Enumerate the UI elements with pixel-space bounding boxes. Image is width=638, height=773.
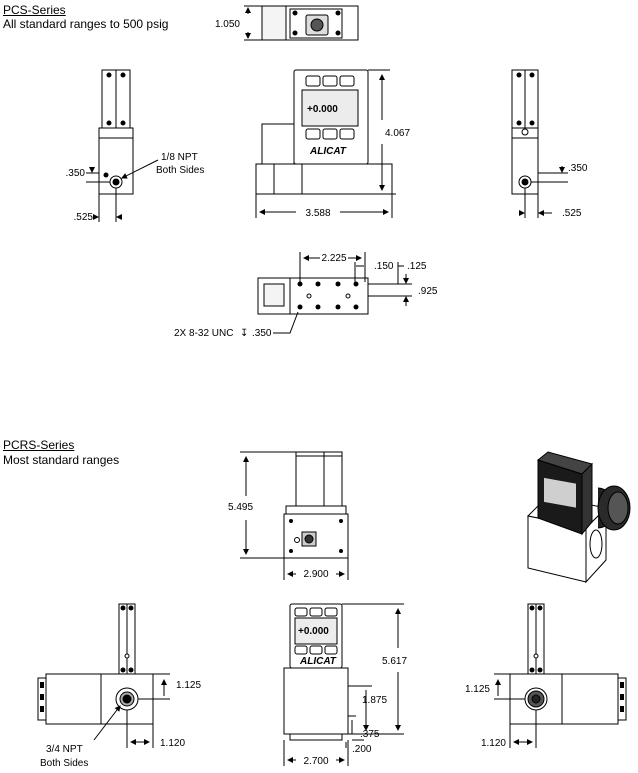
pcs-port-label: 1/8 NPT: [161, 152, 198, 163]
dim-pcs-bottom-gap: .150: [374, 261, 394, 272]
dim-pcrs-front-height: 5.617: [382, 656, 407, 667]
dim-pcrs-front-width: 2.700: [303, 756, 328, 767]
pcs-series-subtitle: All standard ranges to 500 psig: [3, 17, 169, 31]
dim-pcs-front-width: 3.588: [305, 208, 330, 219]
dim-pcs-bottom-length: 2.225: [321, 253, 346, 264]
dim-pcrs-top-width: 2.900: [303, 569, 328, 580]
dim-pcrs-front-port-height: 1.875: [362, 695, 387, 706]
pcrs-right-side-view: [494, 603, 627, 748]
pcs-port-sides-label: Both Sides: [156, 165, 204, 176]
pcrs-labels: 5.495 2.900 +0.000 ALICAT 1.125 1.120 3/…: [40, 502, 506, 769]
pcrs-series-subtitle: Most standard ranges: [3, 453, 120, 467]
dim-pcrs-front-offset-a: .375: [360, 729, 380, 740]
pcs-top-view: [244, 5, 359, 41]
pcrs-port-label: 3/4 NPT: [46, 744, 83, 755]
dim-pcrs-front-offset-b: .200: [352, 744, 372, 755]
dim-pcs-bottom-edge: .125: [407, 261, 427, 272]
pcs-display-value: +0.000: [307, 104, 338, 115]
pcs-series-title: PCS-Series: [3, 3, 66, 17]
pcrs-display-value: +0.000: [298, 626, 329, 637]
dim-pcrs-left-height: 1.125: [176, 680, 201, 691]
pcs-left-side-view: [86, 69, 159, 222]
pcs-labels: 1.050 1/8 NPT Both Sides .350 .525 +0.00…: [66, 19, 588, 339]
pcrs-port-sides-label: Both Sides: [40, 758, 88, 769]
pcrs-left-side-view: [37, 603, 170, 748]
dim-pcs-bottom-height: .925: [418, 286, 438, 297]
pcs-front-view: [255, 69, 396, 218]
pcrs-front-view: [283, 603, 404, 766]
pcrs-top-view: [240, 451, 349, 580]
pcs-bottom-view: [257, 252, 412, 334]
pcs-mount-label: 2X 8-32 UNC: [174, 328, 233, 339]
dim-pcs-right-width: .525: [562, 208, 582, 219]
dim-pcs-left-offset: .350: [66, 168, 86, 179]
dim-pcs-top-height: 1.050: [215, 19, 240, 30]
dim-pcrs-left-width: 1.120: [160, 738, 185, 749]
dim-pcs-front-height: 4.067: [385, 128, 410, 139]
dim-pcs-right-offset: .350: [568, 163, 588, 174]
depth-icon: ↧: [240, 328, 248, 339]
pcrs-series-title: PCRS-Series: [3, 438, 75, 452]
pcrs-isometric-view: [526, 451, 631, 584]
dim-pcrs-right-width: 1.120: [481, 738, 506, 749]
dim-pcrs-right-height: 1.125: [465, 684, 490, 695]
pcs-right-side-view: [511, 69, 568, 218]
dim-pcs-left-width: .525: [74, 212, 94, 223]
pcs-logo: ALICAT: [309, 146, 347, 157]
pcrs-logo: ALICAT: [299, 656, 337, 667]
dim-pcs-mount-depth: .350: [252, 328, 272, 339]
dim-pcrs-top-height: 5.495: [228, 502, 253, 513]
